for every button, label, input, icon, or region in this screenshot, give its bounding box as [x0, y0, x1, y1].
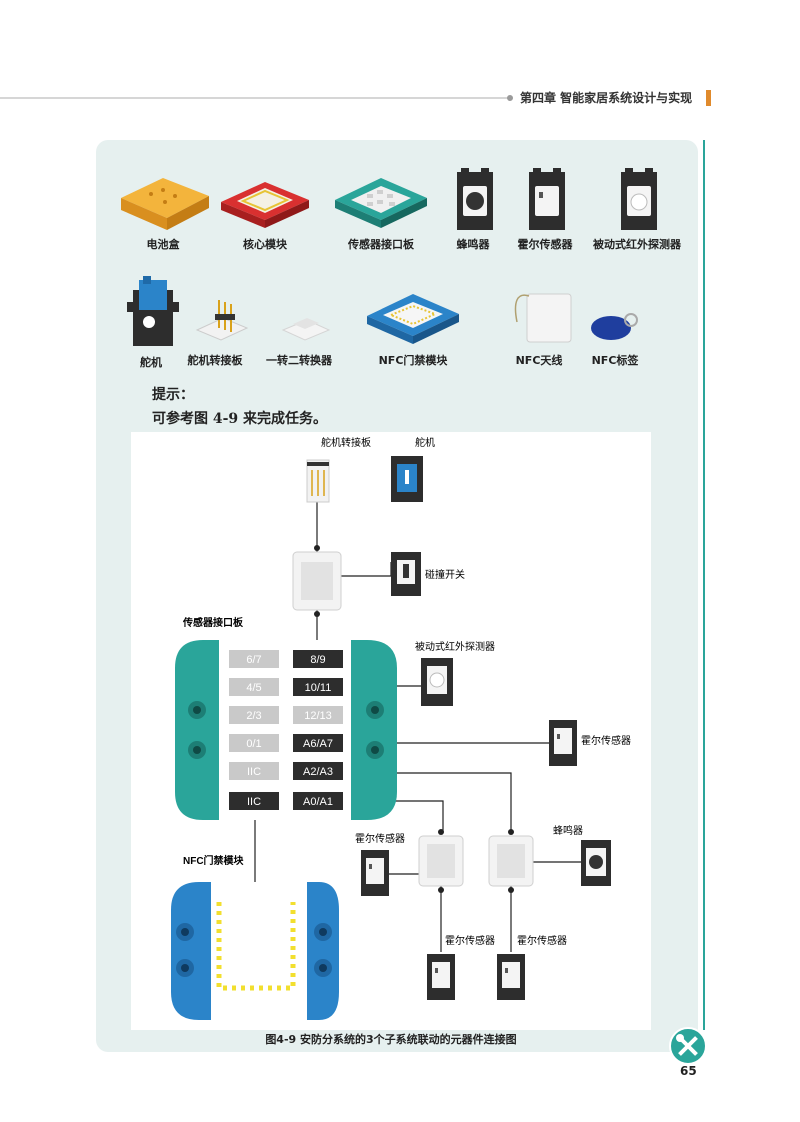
diagram-buzzer [581, 840, 611, 886]
label-hall-4: 霍尔传感器 [517, 934, 567, 947]
component-label: 蜂鸣器 [456, 238, 490, 251]
component-splitter: 一转二转换器 [244, 290, 354, 368]
diagram-splitter-2 [418, 829, 464, 893]
diagram-nfc-module [171, 882, 339, 1020]
diagram-servo [391, 456, 423, 502]
diagram-pir-detector [421, 658, 453, 706]
port-label: 2/3 [246, 710, 261, 722]
port-right-2: 12/13 [293, 706, 343, 724]
tools-icon [669, 1027, 707, 1065]
port-left-1: 4/5 [229, 678, 279, 696]
component-pir-detector: 被动式红外探测器 [582, 166, 692, 252]
diagram-hall-sensor-4 [497, 954, 525, 1000]
label-servo: 舵机 [415, 436, 435, 449]
label-hall-3: 霍尔传感器 [445, 934, 495, 947]
component-label: 核心模块 [243, 238, 287, 251]
port-left-3: 0/1 [229, 734, 279, 752]
nfc-tag-icon [591, 313, 638, 340]
component-nfc-antenna: NFC天线 [484, 282, 594, 368]
component-label: 电池盒 [146, 238, 180, 251]
port-label: 6/7 [246, 654, 261, 666]
port-right-4: A2/A3 [293, 762, 343, 780]
hint-text: 可参考图 4-9 来完成任务。 [152, 411, 328, 427]
port-left-5: IIC [229, 792, 279, 810]
side-rule [703, 140, 705, 1030]
diagram-servo-adapter [306, 459, 330, 503]
port-right-5: A0/A1 [293, 792, 343, 810]
diagram-hall-sensor-2 [361, 850, 389, 896]
component-label: NFC标签 [591, 354, 639, 367]
nfc-antenna-icon [514, 293, 572, 343]
hint-title: 提示： [152, 387, 194, 403]
chapter-accent-bar [706, 90, 711, 106]
label-hall-2: 霍尔传感器 [355, 832, 405, 845]
pir-detector-icon [621, 168, 657, 230]
header-dot [507, 95, 513, 101]
component-core-module: 核心模块 [210, 168, 320, 252]
component-hall-sensor: 霍尔传感器 [490, 166, 600, 252]
component-label: NFC天线 [515, 354, 563, 367]
label-buzzer: 蜂鸣器 [553, 824, 583, 837]
port-right-3: A6/A7 [293, 734, 343, 752]
port-right-0: 8/9 [293, 650, 343, 668]
port-left-4: IIC [229, 762, 279, 780]
nfc-module-icon [367, 294, 459, 344]
component-nfc-tag: NFC标签 [560, 296, 670, 368]
port-right-1: 10/11 [293, 678, 343, 696]
port-label: A0/A1 [303, 796, 333, 808]
port-left-0: 6/7 [229, 650, 279, 668]
component-nfc-module: NFC门禁模块 [358, 282, 468, 368]
component-label: 舵机 [140, 356, 162, 369]
servo-icon [127, 276, 179, 346]
component-battery-box: 电池盒 [108, 168, 218, 252]
component-sensor-board: 传感器接口板 [326, 168, 436, 252]
component-label: 舵机转接板 [187, 354, 243, 367]
label-servo-adapter: 舵机转接板 [321, 436, 371, 449]
label-pir: 被动式红外探测器 [415, 640, 495, 653]
component-buzzer: 蜂鸣器 [418, 166, 528, 252]
chapter-title: 第四章 智能家居系统设计与实现 [520, 91, 693, 105]
port-label: 8/9 [310, 654, 325, 666]
label-hall-1: 霍尔传感器 [581, 734, 631, 747]
label-nfc-module: NFC门禁模块 [183, 854, 245, 867]
port-left-2: 2/3 [229, 706, 279, 724]
port-label: 0/1 [246, 738, 261, 750]
diagram-collision-switch [391, 552, 421, 596]
port-label: IIC [247, 796, 261, 808]
component-label: 霍尔传感器 [517, 238, 573, 251]
label-collision-switch: 碰撞开关 [425, 568, 465, 581]
port-label: A2/A3 [303, 766, 333, 778]
figure-caption: 图4-9 安防分系统的3个子系统联动的元器件连接图 [265, 1033, 517, 1046]
diagram-splitter-1 [292, 545, 342, 617]
label-sensor-board: 传感器接口板 [182, 616, 244, 629]
component-label: NFC门禁模块 [378, 354, 448, 367]
component-label: 被动式红外探测器 [593, 238, 681, 251]
component-servo-adapter: 舵机转接板 [160, 290, 270, 368]
port-label: IIC [247, 766, 261, 778]
port-label: 4/5 [246, 682, 261, 694]
diagram-sensor-board [175, 640, 397, 820]
battery-box-icon [121, 178, 209, 230]
port-label: 10/11 [305, 682, 332, 694]
sensor-board-icon [335, 178, 427, 228]
connection-diagram: 舵机转接板 舵机 碰撞开关 传感器接口板 [131, 432, 651, 1030]
header-rule [0, 97, 508, 99]
port-label: A6/A7 [303, 738, 333, 750]
diagram-hall-sensor-1 [549, 720, 577, 766]
page-number: 65 [680, 1064, 697, 1078]
diagram-splitter-3 [488, 829, 534, 893]
port-label: 12/13 [304, 710, 332, 722]
diagram-hall-sensor-3 [427, 954, 455, 1000]
buzzer-icon [457, 168, 493, 230]
component-servo: 舵机 [96, 272, 206, 370]
splitter-icon [281, 318, 331, 341]
servo-adapter-icon [195, 300, 249, 341]
core-module-icon [221, 182, 309, 228]
component-label: 传感器接口板 [348, 238, 414, 251]
component-label: 一转二转换器 [266, 354, 332, 367]
hall-sensor-icon [529, 168, 565, 230]
